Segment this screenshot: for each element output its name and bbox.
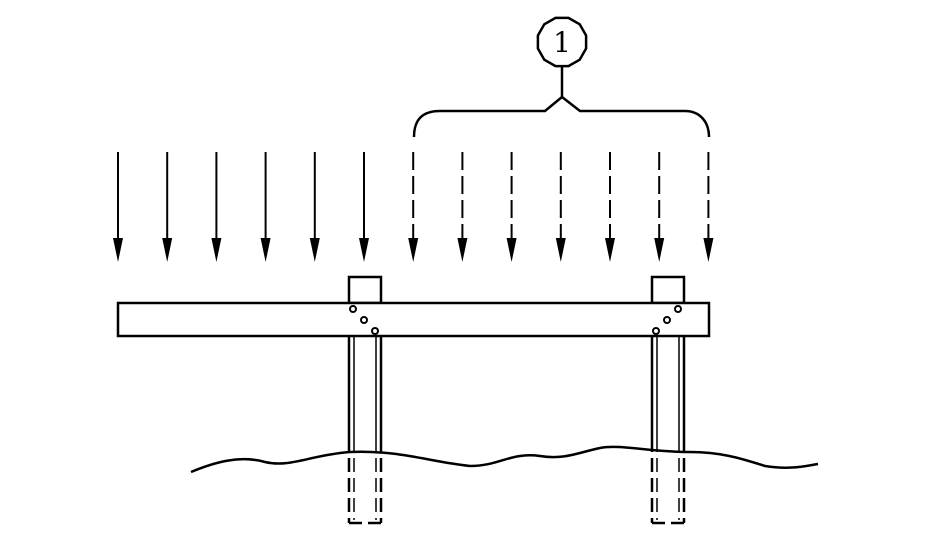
left-post-cap bbox=[347, 275, 383, 305]
right-post-buried bbox=[650, 458, 686, 525]
right-post bbox=[650, 275, 686, 525]
right-post-cap bbox=[650, 275, 686, 305]
arrowhead bbox=[162, 238, 173, 262]
arrowhead bbox=[260, 238, 271, 262]
left-post-buried bbox=[347, 458, 383, 525]
arrowhead bbox=[555, 238, 566, 262]
ground-line bbox=[190, 445, 819, 474]
arrowhead bbox=[703, 238, 714, 262]
bolt bbox=[652, 327, 660, 335]
bolt bbox=[674, 305, 682, 313]
arrowhead bbox=[654, 238, 665, 262]
arrowhead bbox=[408, 238, 419, 262]
bolt bbox=[663, 316, 671, 324]
callout-balloon bbox=[536, 16, 588, 68]
arrowhead bbox=[113, 238, 123, 262]
horizontal-beam bbox=[116, 301, 711, 338]
arrowhead bbox=[506, 238, 517, 262]
bolt bbox=[349, 305, 357, 313]
right-bolts bbox=[652, 305, 682, 335]
left-bolts bbox=[349, 305, 379, 335]
arrowhead bbox=[359, 238, 369, 262]
callout-brace bbox=[412, 95, 711, 138]
callout-label: 1 bbox=[553, 26, 571, 59]
load-arrows bbox=[113, 152, 714, 262]
bolt bbox=[360, 316, 368, 324]
arrowhead bbox=[309, 238, 320, 262]
arrowhead bbox=[211, 238, 222, 262]
left-post bbox=[347, 275, 383, 525]
callout-group: 1 bbox=[412, 16, 711, 138]
arrowhead bbox=[457, 238, 468, 262]
bolt bbox=[371, 327, 379, 335]
arrowhead bbox=[605, 238, 615, 262]
